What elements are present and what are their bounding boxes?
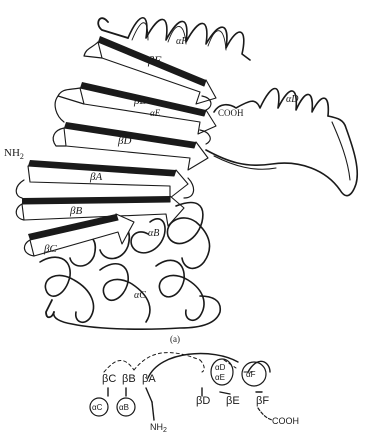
label-beta-f: βF [147,53,162,67]
alpha-d-helix [206,89,357,196]
label-nh2: NH2 [4,147,24,161]
topo-strand-beta-b: βB [122,373,136,385]
label-alpha-c: αC [134,290,146,301]
beta-c-strand [24,214,134,256]
topo-strand-beta-d: βD [196,395,210,407]
ribbon-diagram: αF βF βE αE COOH αD βD NH2 βA βB αB βC α… [4,18,357,344]
topo-helix-alpha-e: αE [215,373,225,382]
label-alpha-f: αF [176,36,188,47]
topo-cooh: COOH [272,416,299,426]
topo-strand-beta-e: βE [226,395,240,407]
label-beta-c: βC [43,243,57,255]
beta-a-strand [28,160,188,198]
topology-diagram: βC βB βA βD βE βF αC αB αD αE αF NH2 COO… [90,353,299,432]
label-beta-b: βB [69,205,82,217]
label-alpha-e: αE [150,108,161,118]
topo-helix-alpha-b: αB [119,403,129,412]
topo-helix-alpha-d: αD [215,363,226,372]
topo-strand-beta-f: βF [256,395,269,407]
topo-helix-alpha-f: αF [246,370,256,379]
topo-nh2: NH2 [150,422,167,432]
label-alpha-d: αD [286,94,299,105]
label-beta-d: βD [117,135,131,147]
label-beta-e: βE [133,95,146,107]
label-cooh: COOH [218,108,244,118]
label-beta-a: βA [89,171,102,183]
topo-helix-alpha-c: αC [92,403,103,412]
topo-strand-beta-c: βC [102,373,116,385]
label-alpha-b: αB [148,228,159,239]
topo-strand-beta-a: βA [142,373,156,385]
panel-caption: (a) [170,334,180,344]
